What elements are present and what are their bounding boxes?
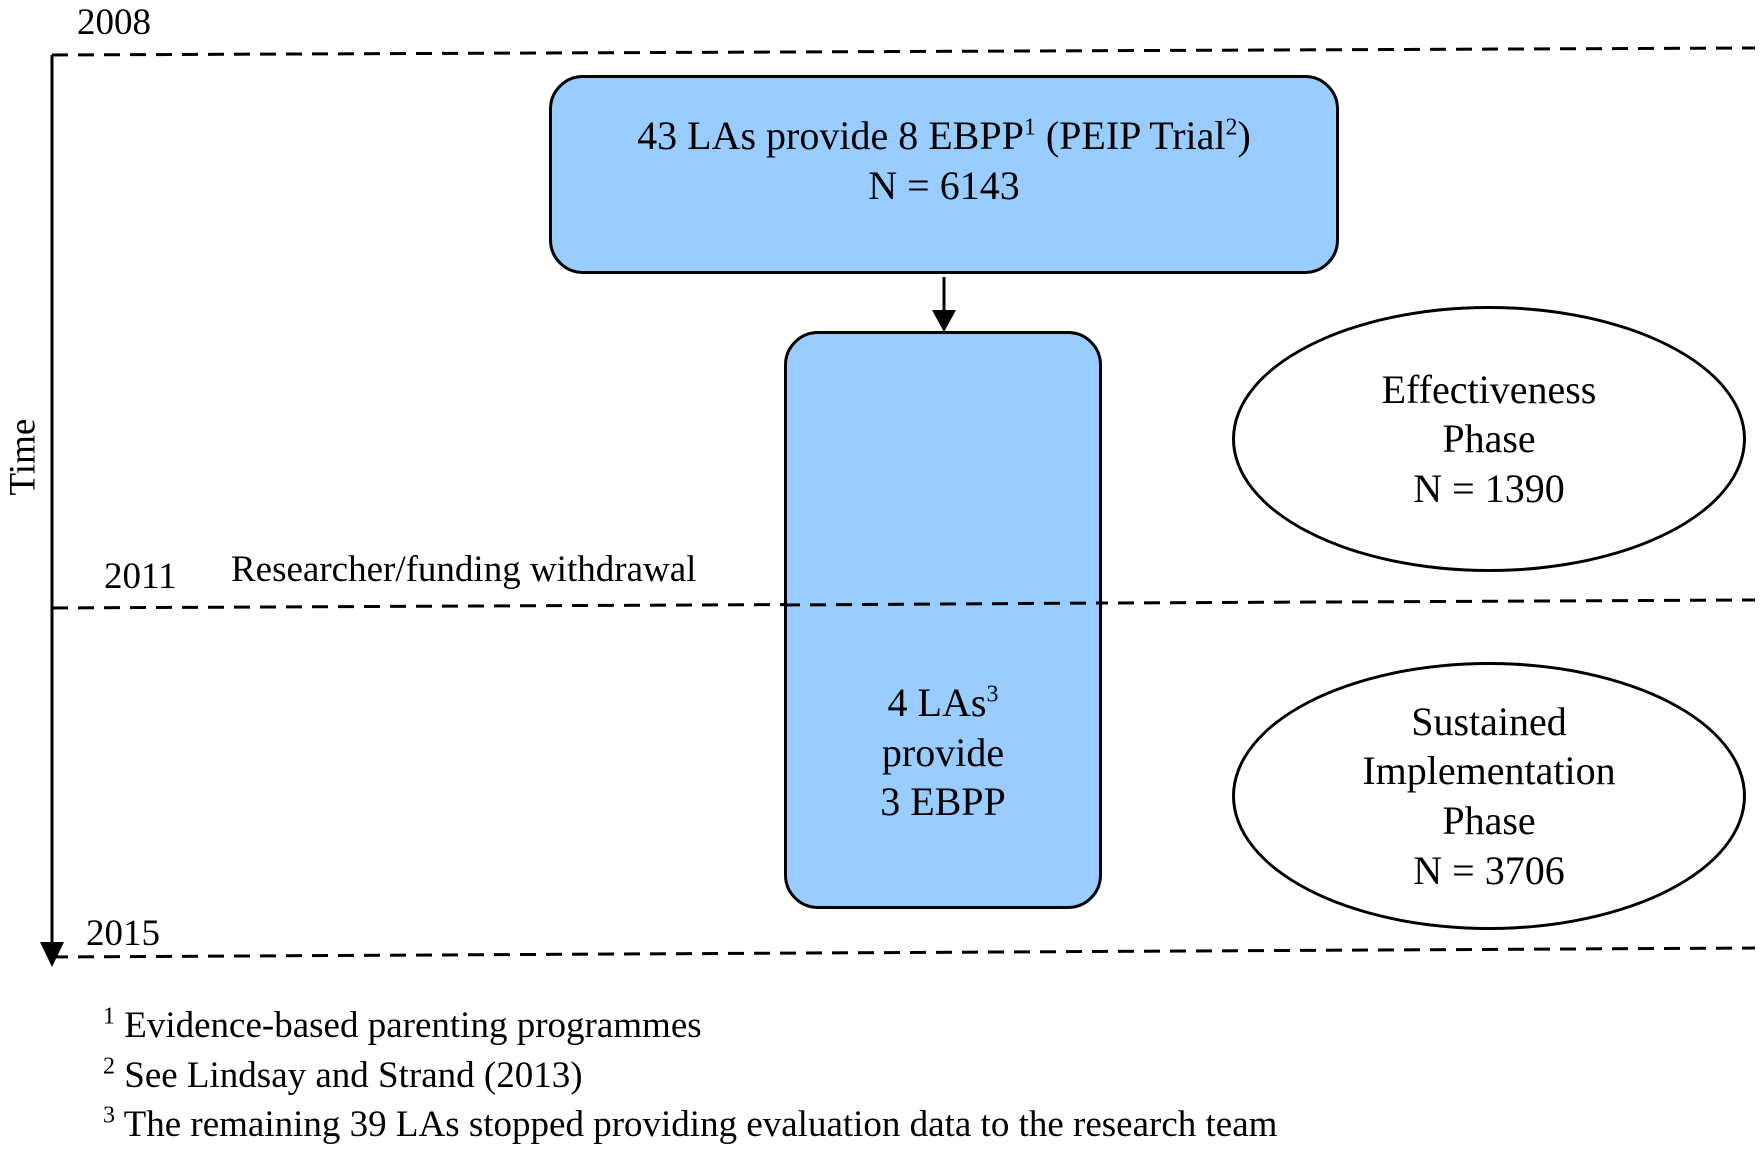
dashed-line-2015: [51, 946, 1756, 959]
top-box-line1: 43 LAs provide 8 EBPP1 (PEIP Trial2): [637, 113, 1251, 158]
top-box-count: N = 6143: [868, 162, 1020, 208]
year-label-2008: 2008: [77, 2, 151, 43]
effectiveness-line2: Phase: [1442, 416, 1536, 462]
year-label-2015: 2015: [86, 913, 160, 954]
sustained-line3: Phase: [1442, 798, 1536, 843]
footnote-1: 1 Evidence-based parenting programmes: [103, 1003, 702, 1046]
time-axis-label: Time: [2, 418, 44, 496]
effectiveness-count: N = 1390: [1413, 465, 1565, 511]
footnote-marker-1: 1: [1023, 114, 1036, 141]
dashed-line-2011: [51, 598, 1756, 610]
connector-arrowhead: [932, 310, 956, 332]
ellipse-sustained-phase: Sustained Implementation Phase N = 3706: [1232, 662, 1746, 930]
mid-box-line3: 3 EBPP: [880, 779, 1006, 825]
effectiveness-line1: Effectiveness: [1381, 366, 1597, 412]
sustained-count: N = 3706: [1413, 847, 1565, 893]
footnote-marker-2: 2: [1225, 114, 1238, 141]
mid-box-sustained-las: 4 LAs3 provide 3 EBPP: [784, 331, 1102, 909]
time-axis-arrowhead: [40, 942, 64, 967]
sustained-line1: Sustained: [1411, 698, 1567, 744]
ellipse-effectiveness-phase: Effectiveness Phase N = 1390: [1232, 306, 1746, 572]
footnote-marker-3: 3: [986, 681, 999, 708]
mid-box-line2: provide: [881, 729, 1005, 775]
footnote-3: 3 The remaining 39 LAs stopped providing…: [103, 1102, 1278, 1145]
mid-box-line1: 4 LAs3: [887, 680, 999, 726]
dashed-line-2008: [51, 46, 1756, 57]
year-label-2011: 2011: [104, 556, 177, 597]
top-box-peip-trial: 43 LAs provide 8 EBPP1 (PEIP Trial2) N =…: [549, 75, 1339, 274]
sustained-line2: Implementation: [1362, 748, 1616, 794]
event-label-withdrawal: Researcher/funding withdrawal: [231, 549, 697, 590]
footnote-2: 2 See Lindsay and Strand (2013): [103, 1053, 583, 1096]
